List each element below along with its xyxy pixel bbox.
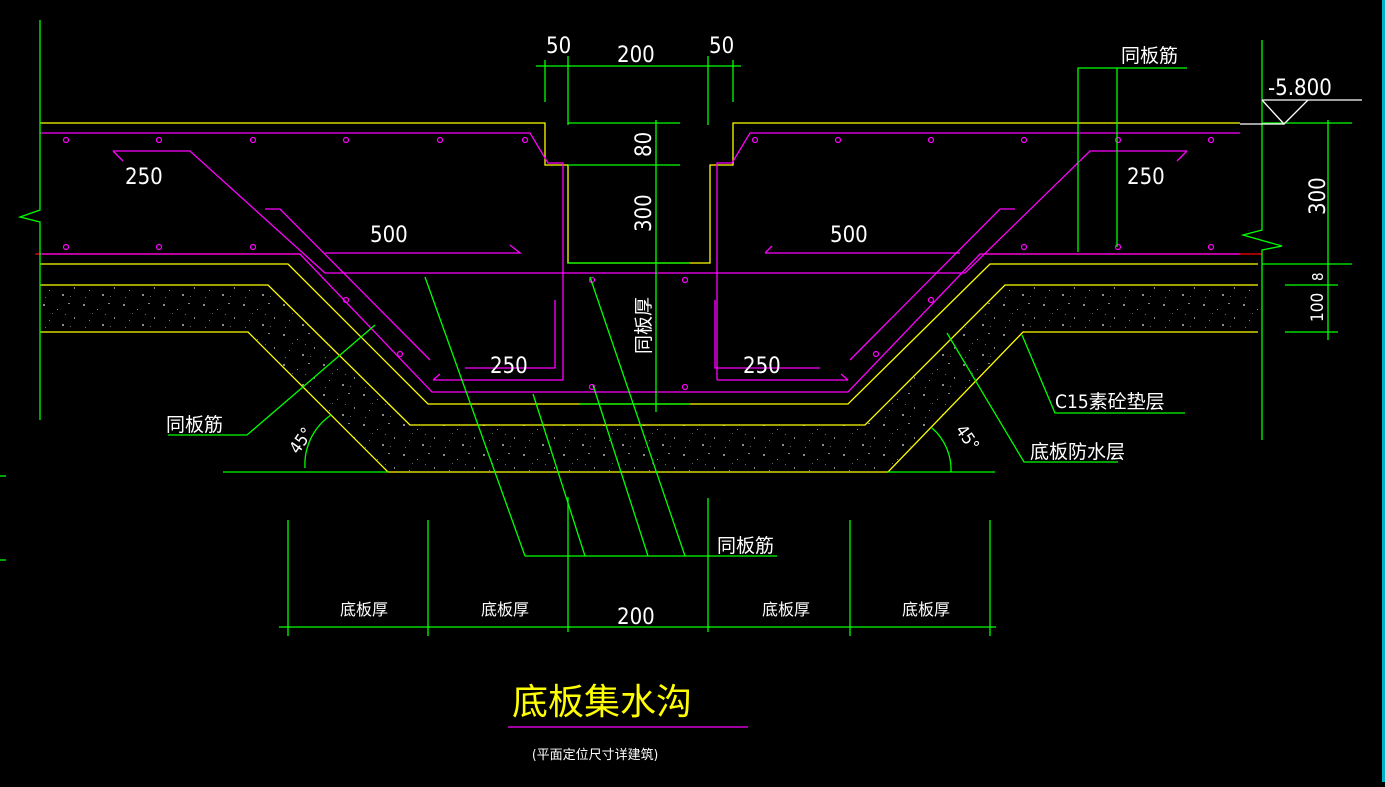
label-angle-left: 45° [286,424,318,458]
rebar [40,132,1240,393]
dim-bottom-segment-4: 底板厚 [902,600,950,619]
rebar-label-bottom-left: 250 [490,354,528,379]
rebar-label-top-right: 250 [1127,165,1165,190]
dim-bottom-segment-1: 底板厚 [340,600,388,619]
viewport-edge [1382,0,1385,782]
rebar-label-top-left: 250 [125,165,163,190]
elevation-value: -5.800 [1268,76,1332,101]
rebar-label-bottom-right: 250 [743,354,781,379]
dim-bottom-segment-3: 底板厚 [762,600,810,619]
dim-trench-depth: 300 [632,194,657,232]
dim-top-width: 200 [617,43,655,68]
dim-top-left-offset: 50 [546,34,571,59]
dim-bottom-width: 200 [617,605,655,630]
drawing-title: 底板集水沟 [512,682,692,723]
label-same-slab-rebar-bottom: 同板筋 [717,535,774,557]
dim-top-right-offset: 50 [709,34,734,59]
drawing-subtitle: (平面定位尺寸详建筑) [532,747,658,763]
label-waterproof-layer: 底板防水层 [1030,441,1125,463]
dim-vertical-slab-label: 同板厚 [633,297,655,354]
label-same-slab-rebar-left: 同板筋 [166,414,223,436]
rebar-label-mid-left: 500 [370,223,408,248]
concrete-cushion-hatch [40,285,1258,472]
label-angle-right: 45° [951,421,983,455]
rebar-dots [62,136,1215,391]
rebar-label-mid-right: 500 [830,223,868,248]
dim-cushion-gap: 8 [1309,272,1327,281]
dim-slab-thickness: 300 [1306,177,1331,215]
dim-bottom-segment-2: 底板厚 [481,600,529,619]
elevation-marker [1240,99,1362,125]
dimension-lines [0,20,1352,636]
dim-cushion-thickness: 100 [1308,293,1328,322]
dim-chamfer-depth: 80 [632,132,657,157]
label-cushion-layer: C15素砼垫层 [1055,391,1165,413]
label-same-slab-rebar-top: 同板筋 [1121,45,1178,67]
